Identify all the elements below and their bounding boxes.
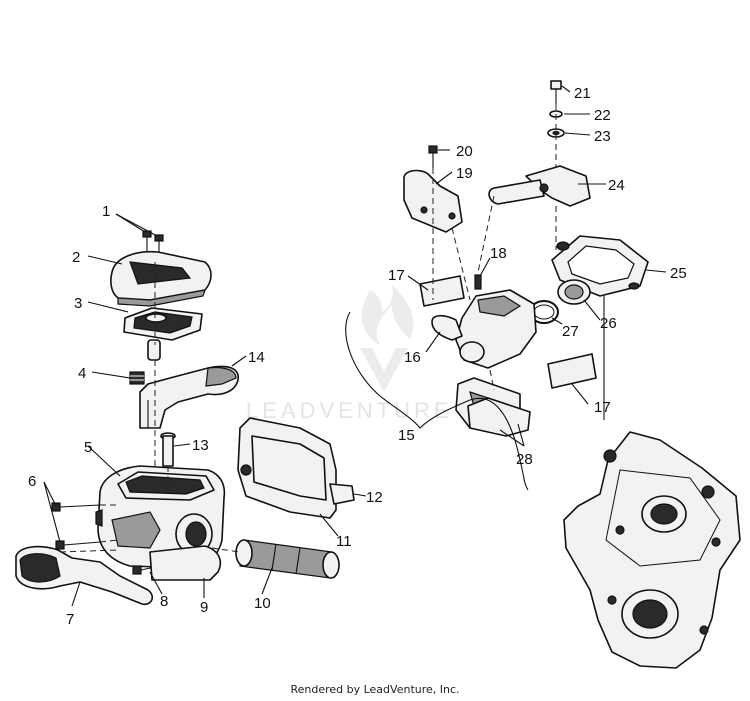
watermark-text: LEADVENTURE: [246, 398, 453, 423]
callout-28: 28: [516, 451, 533, 468]
callout-17-lower: 17: [594, 399, 611, 416]
callout-22: 22: [594, 107, 611, 124]
callout-labels: 1 2 3 4 5 6 7 8 9 10 11 12 13 14 15 16 1…: [28, 85, 687, 628]
part-28-pads: [455, 377, 531, 437]
part-12-tab: [329, 483, 355, 505]
callout-13: 13: [192, 437, 209, 454]
callout-16: 16: [404, 349, 421, 366]
callout-23: 23: [594, 128, 611, 145]
part-18-screw: [474, 274, 482, 290]
leadventure-watermark-logo: LEADVENTURE: [246, 285, 453, 423]
part-2-top-cover: [110, 250, 212, 307]
part-17-plate-lower: [547, 353, 597, 389]
callout-27: 27: [562, 323, 579, 340]
callout-15: 15: [398, 427, 415, 444]
group-15-bracket: [345, 311, 529, 491]
left-assembly-lines: [59, 262, 241, 553]
part-26-seal: [557, 279, 591, 305]
part-23-washer: [547, 128, 565, 138]
callout-26: 26: [600, 315, 617, 332]
callout-11: 11: [336, 533, 352, 550]
callout-25: 25: [670, 265, 687, 282]
callout-9: 9: [200, 599, 208, 616]
part-7-brake-lever: [15, 545, 154, 606]
callout-21: 21: [574, 85, 591, 102]
footer-credit: Rendered by LeadVenture, Inc.: [290, 683, 460, 696]
callout-5: 5: [84, 439, 92, 456]
part-4-spring: [129, 371, 145, 385]
engine-case-casting: [563, 431, 741, 669]
part-6-screws: [51, 502, 101, 550]
callout-6: 6: [28, 473, 36, 490]
part-3-gasket: [123, 307, 203, 341]
part-20-screw: [428, 145, 438, 168]
part-24-bracket: [488, 165, 591, 207]
part-13-shaft: [160, 432, 176, 467]
part-17-plate-upper: [419, 275, 465, 307]
part-14-throttle-lever: [139, 365, 239, 429]
part-5-housing: [95, 465, 226, 569]
callout-7: 7: [66, 611, 74, 628]
callout-17-upper: 17: [388, 267, 405, 284]
callout-14: 14: [248, 349, 265, 366]
part-9-clamp: [149, 545, 222, 581]
callout-24: 24: [608, 177, 625, 194]
callout-10: 10: [254, 595, 271, 612]
right-assembly-lines: [432, 104, 605, 420]
callout-12: 12: [366, 489, 383, 506]
part-16-caliper: [431, 289, 537, 369]
callout-2: 2: [72, 249, 80, 266]
callout-4: 4: [78, 365, 86, 382]
callout-18: 18: [490, 245, 507, 262]
part-pin: [147, 339, 161, 361]
callout-20: 20: [456, 143, 473, 160]
part-10-grip-tube: [235, 539, 340, 579]
part-21-bolt: [550, 80, 562, 104]
leader-lines: [43, 85, 667, 607]
callout-3: 3: [74, 295, 82, 312]
part-11-cover: [237, 417, 337, 519]
callout-8: 8: [160, 593, 168, 610]
callout-19: 19: [456, 165, 473, 182]
callout-1: 1: [102, 203, 110, 220]
